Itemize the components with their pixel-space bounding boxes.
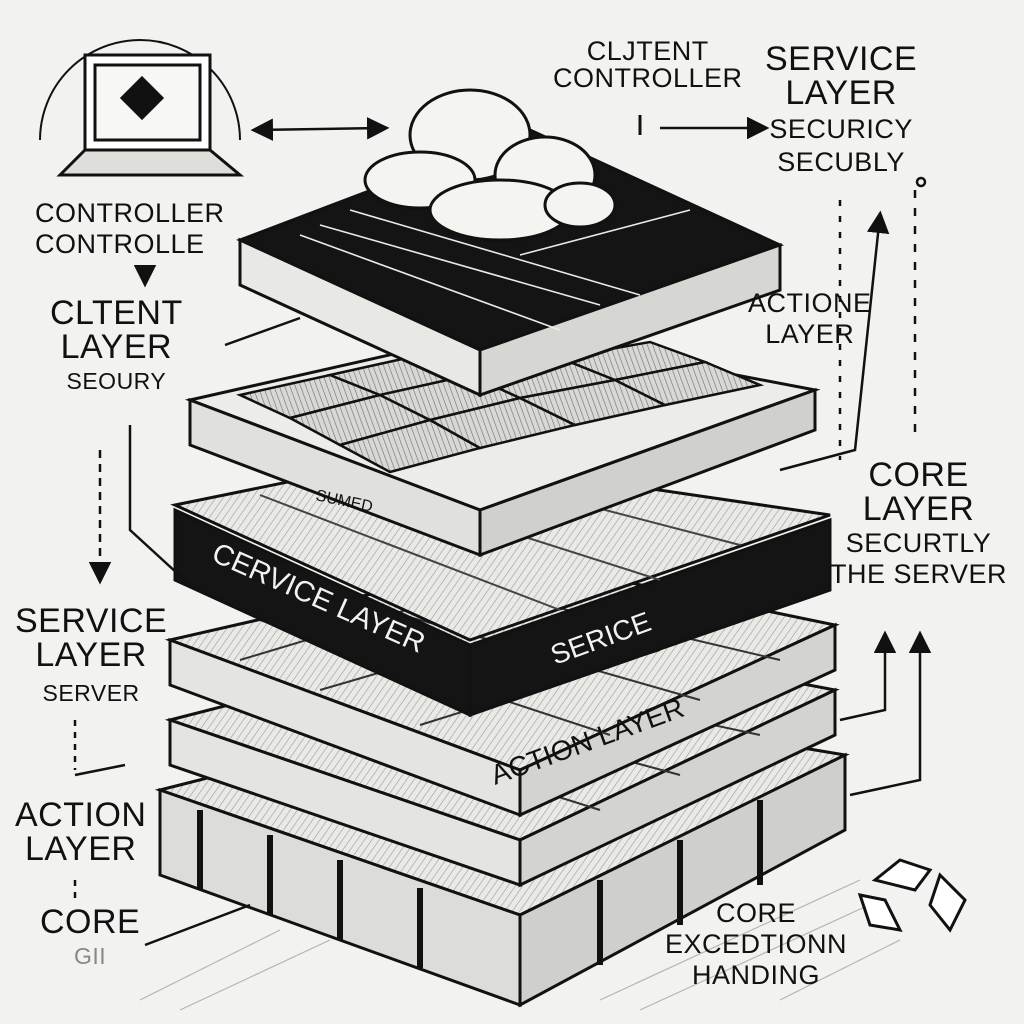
core-left-label: CORE GII [40,903,141,969]
core-layer-right-label: CORE LAYER SECURTLY THE SERVER [830,456,1008,589]
client-layer-slab [184,328,821,558]
connectors [73,115,932,947]
action-layer-left-label: ACTION LAYER [15,796,147,868]
client-layer-label: CLTENT LAYER SEOURY [50,294,183,394]
core-exception-label: CORE EXCEDTIONN HANDING [665,898,848,990]
recycle-icon [857,858,967,933]
laptop-icon [39,39,245,177]
client-controller-label: CLJTENT CONTROLLER [553,36,743,93]
ground-shadow [139,879,901,1011]
action-layer-right-label: ACTIONE LAYER [748,288,872,349]
service-layer-left-label: SERVICE LAYER SERVER [15,602,168,706]
service-layer-top-label: SERVICE LAYER SECURICY SECUBLY [765,40,918,177]
cloud-icon [363,88,617,242]
controller-left-label: CONTROLLER CONTROLLE [35,198,225,259]
